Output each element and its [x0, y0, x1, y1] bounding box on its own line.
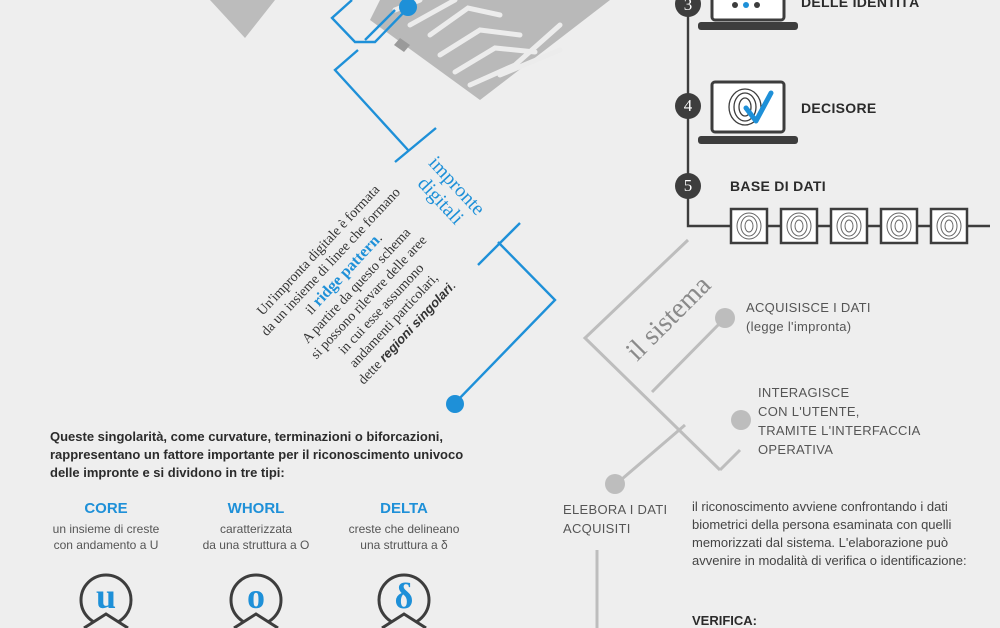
step-label-decisore: DECISORE: [801, 100, 877, 116]
fingerprint-scanner-icon: [210, 0, 610, 100]
core-symbol: u: [95, 576, 117, 616]
step-number: 4: [683, 96, 693, 115]
singularity-intro: Queste singolarità, come curvature, term…: [50, 429, 464, 480]
step-markers: [675, 0, 701, 199]
delta-symbol: δ: [394, 576, 414, 616]
step-label-identita: DELLE IDENTITÀ: [801, 0, 920, 10]
acquisisce-label: ACQUISISCE I DATI (legge l'impronta): [746, 300, 871, 334]
singularity-badges: [79, 573, 431, 628]
step-label-base-dati: BASE DI DATI: [730, 178, 826, 194]
elabora-label: ELEBORA I DATI ACQUISITI: [563, 502, 668, 536]
interagisce-label: INTERAGISCE CON L'UTENTE, TRAMITE L'INTE…: [758, 385, 921, 457]
step-number: 3: [683, 0, 693, 14]
laptop-check-fingerprint-icon: [698, 80, 798, 144]
recognition-text: il riconoscimento avviene confrontando i…: [692, 499, 967, 568]
database-fingerprints: [729, 207, 969, 245]
step-number: 5: [683, 176, 693, 195]
laptop-fingerprint-icon: [698, 0, 798, 30]
whorl-symbol: o: [247, 576, 265, 616]
verifica-label: VERIFICA:: [692, 613, 757, 628]
